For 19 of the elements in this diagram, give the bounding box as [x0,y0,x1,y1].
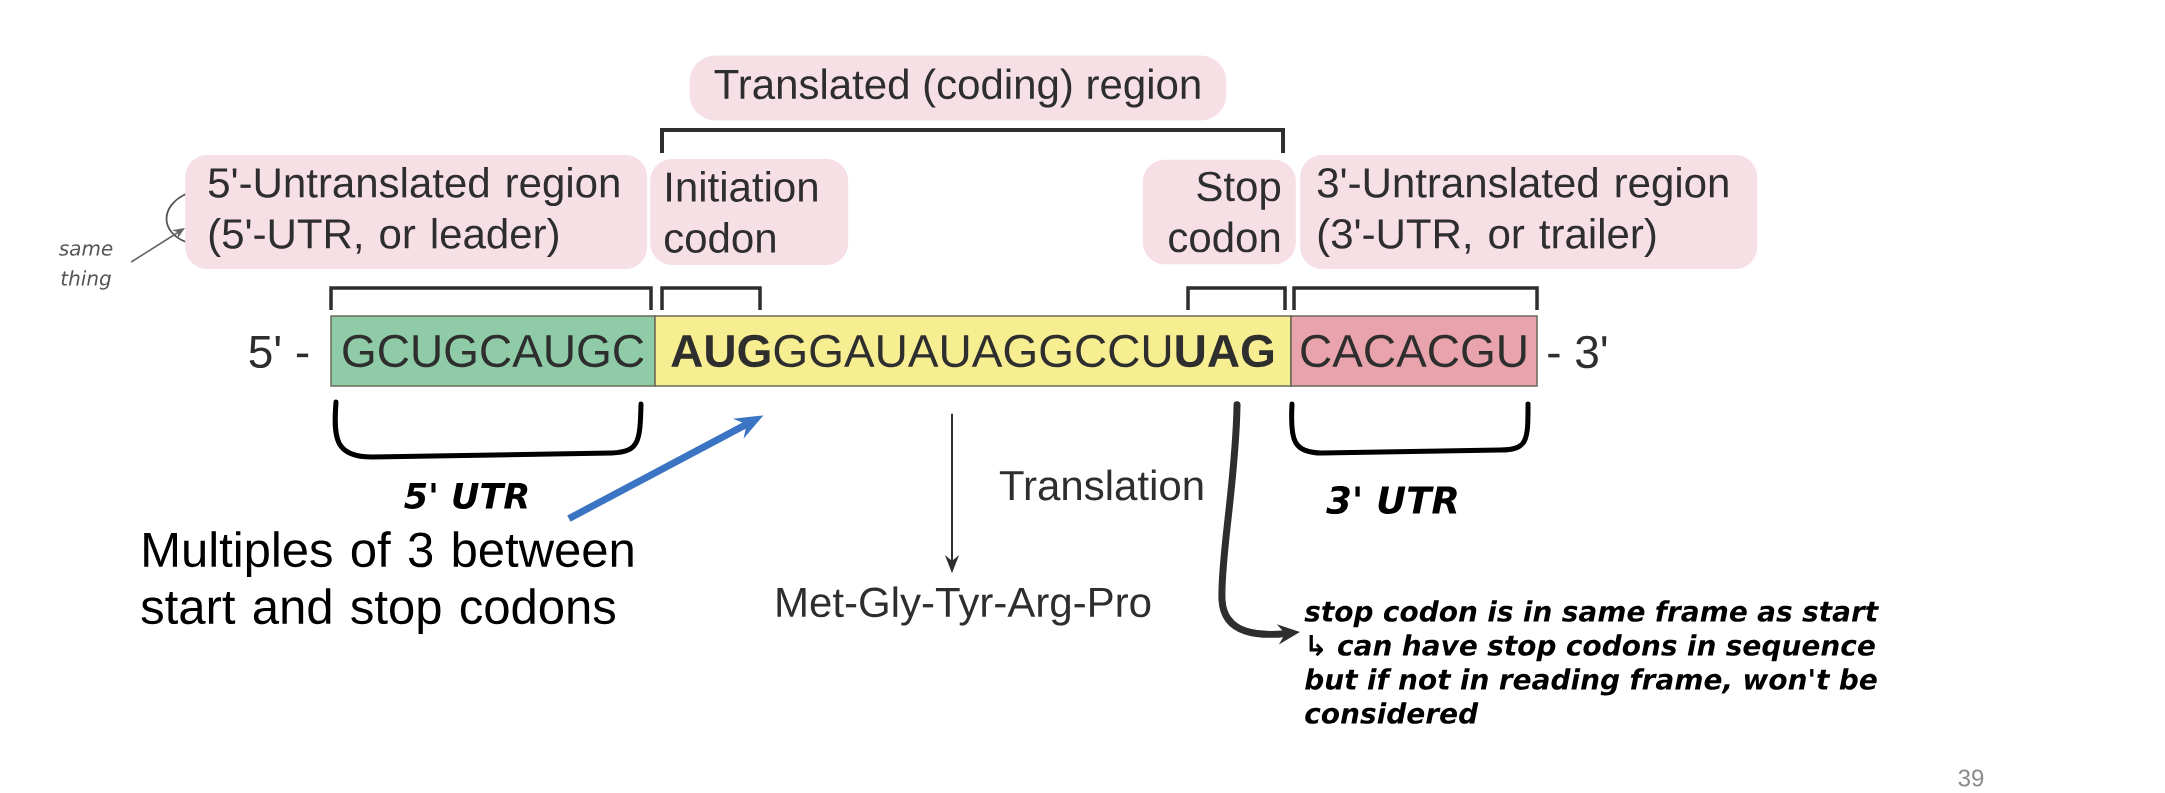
handwritten-label: 3' UTR [1326,486,1457,514]
handwritten-note: stop codon is in same frame as start ↳ can have stop codons in sequence but if not in reading frame, won't be considered [1304,600,1880,724]
strand-end-label: 5' - [249,335,309,369]
strand-end-label: - 3' [1548,335,1607,369]
arrow [130,228,185,263]
codon-label: Initiation codon [650,159,849,265]
sequence-box: GCUGCAUGC [330,315,656,387]
region-label: Translated (coding) region [689,55,1227,121]
handwritten-label: 5' UTR [404,483,528,509]
codon-label: Stop codon [1142,159,1296,265]
region-label: 3'-Untranslated region (3'-UTR, or trailer) [1300,154,1758,270]
sequence-box: CACACGU [1290,315,1538,387]
handwritten-note: same thing [59,244,113,290]
region-label: 5'-Untranslated region (5'-UTR, or leader) [185,154,648,270]
sequence-box: AUGGGAUAUAGGCCUUAG [654,315,1292,387]
annotation-text: Multiples of 3 between start and stop codons [141,531,633,634]
amino-acid-sequence: Met-Gly-Tyr-Arg-Pro [777,586,1151,626]
page-number: 39 [1958,769,1984,787]
edge-label: Translation [995,466,1209,504]
